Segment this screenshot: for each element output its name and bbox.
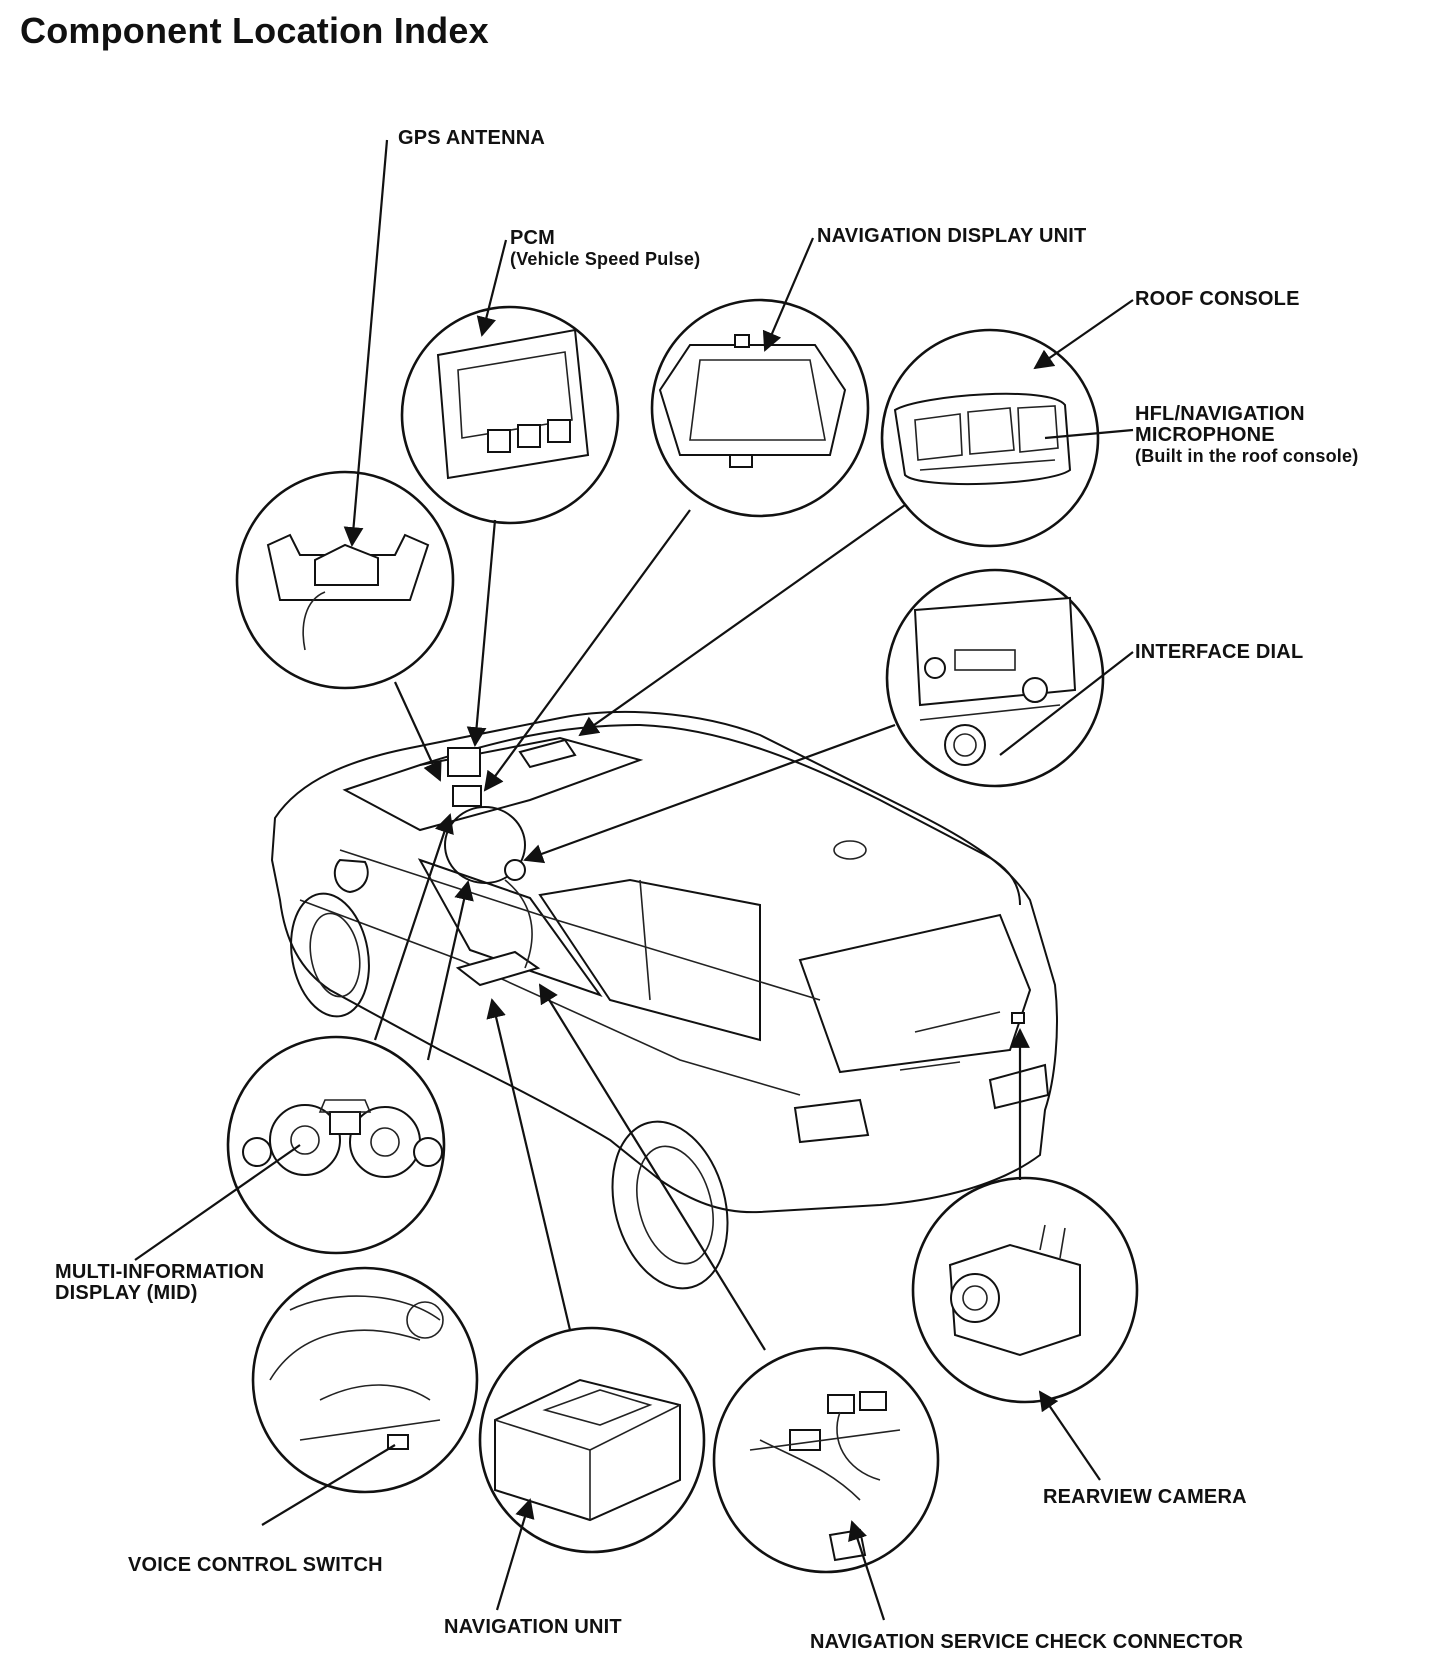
pcm-sublabel: (Vehicle Speed Pulse) — [510, 249, 701, 269]
navigation-service-check-connector-label: NAVIGATION SERVICE CHECK CONNECTOR — [810, 1631, 1244, 1653]
label-leaders — [134, 139, 1134, 1621]
interface-dial-callout — [885, 568, 1105, 788]
pcm-callout — [400, 305, 620, 525]
microphone-label-line1: HFL/NAVIGATION — [1135, 403, 1305, 425]
navigation-display-callout — [650, 298, 870, 518]
roof-console-callout — [880, 328, 1100, 548]
location-arrows — [373, 504, 1030, 1351]
page-title: Component Location Index — [20, 10, 489, 51]
navigation-unit-icon — [494, 1378, 681, 1522]
rearview-camera-callout — [911, 1176, 1139, 1404]
microphone-label-line2: MICROPHONE — [1135, 424, 1275, 446]
pcm-label-text: PCM — [510, 227, 556, 249]
navigation-unit-callout — [478, 1326, 706, 1554]
multi-information-display-label: MULTI-INFORMATION DISPLAY (MID) — [55, 1262, 264, 1304]
gps-antenna-icon — [266, 533, 430, 651]
gps-antenna-label: GPS ANTENNA — [398, 127, 546, 149]
camera-icon — [948, 1224, 1081, 1357]
pcm-label: PCM (Vehicle Speed Pulse) — [510, 228, 700, 270]
rearview-camera-label: REARVIEW CAMERA — [1043, 1486, 1247, 1508]
display-unit-icon — [658, 334, 847, 468]
roof-console-label: ROOF CONSOLE — [1135, 288, 1300, 310]
voice-control-callout — [251, 1266, 479, 1494]
gps-antenna-callout — [235, 470, 455, 690]
navigation-unit-label: NAVIGATION UNIT — [444, 1616, 622, 1638]
vehicle-outline — [270, 710, 1058, 1290]
mid-callout — [226, 1035, 446, 1255]
service-connector-callout — [712, 1346, 940, 1574]
mid-label-line1: MULTI-INFORMATION — [55, 1261, 265, 1283]
gauge-cluster-icon — [242, 1099, 443, 1178]
mid-label-line2: DISPLAY (MID) — [55, 1282, 198, 1304]
pcm-module-icon — [436, 328, 590, 480]
hfl-navigation-microphone-label: HFL/NAVIGATION MICROPHONE (Built in the … — [1135, 404, 1358, 467]
roof-console-icon — [893, 392, 1072, 486]
steering-switch-icon — [269, 1295, 444, 1450]
interface-dial-label: INTERFACE DIAL — [1135, 641, 1304, 663]
microphone-sublabel: (Built in the roof console) — [1135, 446, 1359, 466]
voice-control-switch-label: VOICE CONTROL SWITCH — [128, 1554, 383, 1576]
navigation-display-unit-label: NAVIGATION DISPLAY UNIT — [817, 225, 1087, 247]
interface-dial-icon — [913, 596, 1077, 766]
